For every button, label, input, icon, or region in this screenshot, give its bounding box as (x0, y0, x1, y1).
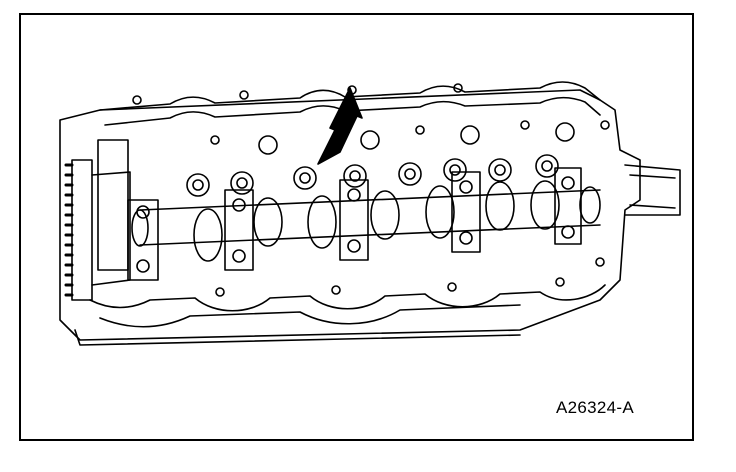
valve-springs (186, 154, 559, 197)
figure-reference-id: A26324-A (556, 398, 635, 417)
pointer-arrow (317, 87, 363, 165)
lower-bolt-holes (215, 257, 605, 297)
camshaft (131, 180, 601, 262)
camshaft-sprocket (64, 139, 131, 301)
upper-studs (132, 83, 610, 155)
cylinder-head-body (59, 81, 681, 346)
